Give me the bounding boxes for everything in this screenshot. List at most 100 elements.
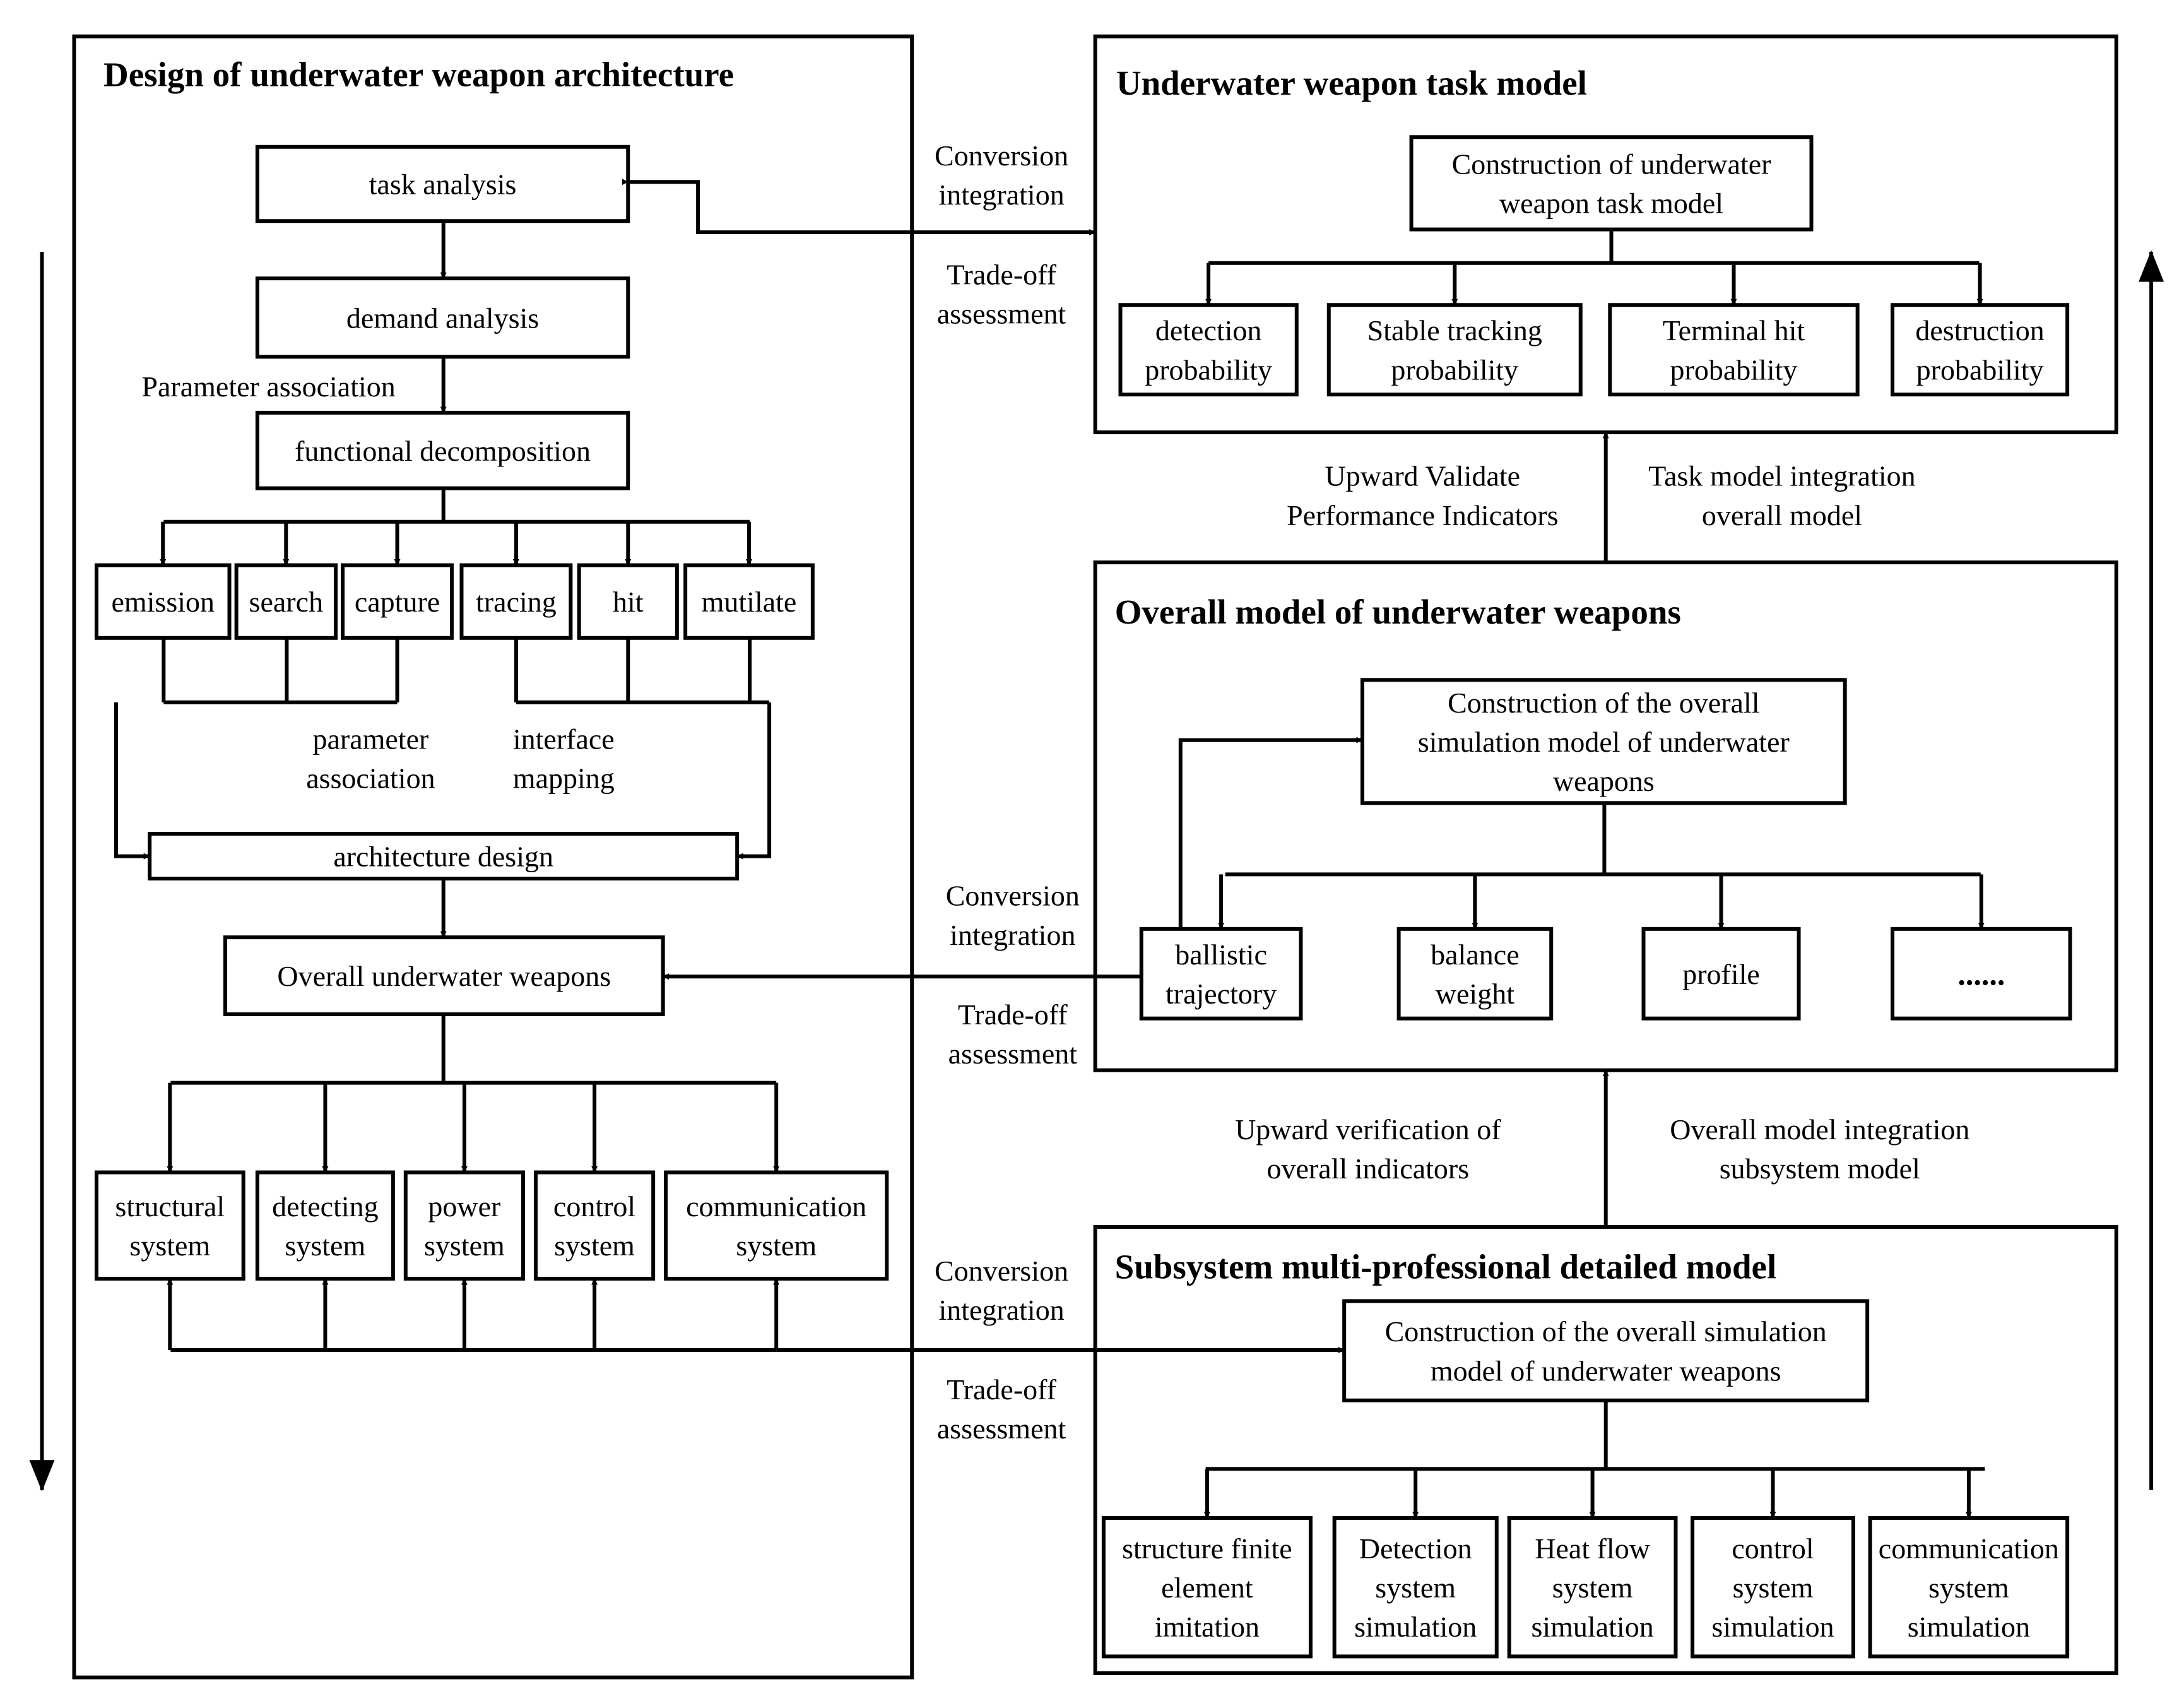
function-box-mutilate-label-line: mutilate <box>702 586 797 618</box>
system-box-control-label-line: system <box>554 1229 635 1262</box>
overall-integration-label-line: subsystem model <box>1720 1152 1920 1185</box>
overall-item-ballistic-trajectory-label-line: ballistic <box>1175 939 1267 971</box>
tradeoff-assessment-label-2-line: Trade-off <box>958 998 1068 1031</box>
upward-validate-label-line: Performance Indicators <box>1287 499 1558 531</box>
tradeoff-assessment-label-3-line: assessment <box>937 1413 1066 1445</box>
task-analysis-box <box>255 145 630 223</box>
system-box-power-label-line: system <box>424 1229 505 1262</box>
system-box-communication-label: communication system <box>686 1190 866 1262</box>
function-box-emission-label-line: emission <box>111 586 215 618</box>
overall-item-more <box>1891 927 2072 1021</box>
upward-verification-label-line: overall indicators <box>1267 1152 1470 1185</box>
system-box-structural-label: structural system <box>115 1190 225 1262</box>
subsystem-item-communication-system-label: communication system simulation <box>1879 1532 2059 1643</box>
function-box-hit-label-line: hit <box>613 586 644 618</box>
subsystem-item-communication-system <box>1868 1516 2070 1659</box>
overall-item-more-label: ...... <box>1957 956 2005 992</box>
subsystem-item-detection-system-label-line: Detection <box>1359 1532 1472 1565</box>
subsystem-item-communication-system-label-line: communication <box>1879 1532 2059 1565</box>
overall-construction-box-label-line: weapons <box>1553 765 1655 797</box>
function-box-capture-label-line: capture <box>355 586 440 618</box>
overall-construction-box-label-line: Construction of the overall <box>1448 687 1759 719</box>
functional-decomposition-box-label-line: functional decomposition <box>295 435 591 467</box>
system-box-detecting-label-line: detecting <box>272 1190 379 1223</box>
system-box-power <box>403 1170 526 1281</box>
overall-item-profile-label-line: profile <box>1682 958 1760 990</box>
upward-verification-label-line: Upward verification of <box>1235 1113 1501 1146</box>
task-integration-label-line: overall model <box>1702 499 1862 531</box>
task-integration-label-line: Task model integration <box>1648 460 1915 492</box>
overall-model-panel-title: Overall model of underwater weapons <box>1115 593 1681 631</box>
system-box-control <box>533 1170 656 1281</box>
system-box-structural-label-line: structural <box>115 1190 225 1223</box>
function-box-mutilate-label: mutilate <box>702 586 797 618</box>
probability-box-detection-label-line: detection <box>1155 314 1262 346</box>
functional-decomposition-box-label: functional decomposition <box>295 435 591 467</box>
overall-underwater-weapons-box <box>223 935 665 1017</box>
subsystem-item-control-system-label-line: system <box>1733 1572 1814 1604</box>
function-box-emission-label: emission <box>111 586 215 618</box>
system-box-structural-label-line: system <box>129 1229 210 1262</box>
probability-box-destruction-label-line: probability <box>1916 353 2044 386</box>
interface-mapping-note-line: mapping <box>513 762 615 795</box>
parameter-association-note-line: association <box>306 762 435 795</box>
task-analysis-box-label: task analysis <box>369 169 517 201</box>
overall-construction-box-label-line: simulation model of underwater <box>1418 726 1790 758</box>
probability-box-stable-tracking-label-line: Stable tracking <box>1367 314 1542 346</box>
subsystem-item-control-system <box>1691 1516 1855 1659</box>
probability-box-detection-label: detection probability <box>1145 314 1272 386</box>
conversion-integration-label-3-line: Conversion <box>935 1255 1068 1287</box>
subsystem-construction-box <box>1342 1299 1870 1402</box>
parameter-association-label-line: Parameter association <box>141 370 395 403</box>
overall-item-profile-label: profile <box>1682 958 1760 990</box>
system-box-detecting-label-line: system <box>285 1229 365 1262</box>
diagram-boxes <box>72 34 2118 1679</box>
system-box-communication-label-line: communication <box>686 1190 866 1223</box>
overall-integration-label-line: Overall model integration <box>1670 1113 1969 1146</box>
task-integration-label: Task model integration overall model <box>1648 460 1915 531</box>
subsystem-item-heat-flow-system-label-line: Heat flow <box>1535 1532 1650 1565</box>
task-construction-box <box>1409 135 1814 232</box>
subsystem-item-heat-flow-system-label-line: simulation <box>1531 1611 1653 1643</box>
function-box-hit <box>577 563 679 640</box>
subsystem-construction-box-label-line: model of underwater weapons <box>1431 1354 1781 1387</box>
probability-box-destruction-label-line: destruction <box>1915 314 2044 346</box>
conversion-integration-label-3: Conversion integration <box>935 1255 1068 1326</box>
subsystem-item-control-system-label-line: simulation <box>1711 1611 1834 1643</box>
connector-lines <box>29 179 2164 1519</box>
overall-underwater-weapons-box-label-line: Overall underwater weapons <box>277 960 611 992</box>
overall-item-profile <box>1641 927 1801 1021</box>
conversion-integration-label-3-line: integration <box>938 1294 1064 1326</box>
task-model-panel <box>1093 34 2118 434</box>
overall-item-ballistic-trajectory <box>1139 927 1303 1021</box>
arrow-right-to-architecture <box>736 702 772 860</box>
task-model-panel-title: Underwater weapon task model <box>1116 64 1587 102</box>
system-box-communication-label-line: system <box>736 1229 817 1262</box>
task-model-panel-title-line: Underwater weapon task model <box>1116 64 1587 102</box>
overall-model-panel-title-line: Overall model of underwater weapons <box>1115 593 1681 631</box>
system-box-communication <box>664 1170 889 1281</box>
subsystem-item-communication-system-label-line: simulation <box>1908 1611 2030 1643</box>
function-box-tracing <box>459 563 573 640</box>
overall-integration-label: Overall model integration subsystem model <box>1670 1113 1969 1185</box>
task-construction-box-label-line: Construction of underwater <box>1452 148 1771 180</box>
architecture-panel-title: Design of underwater weapon architecture <box>103 56 734 94</box>
subsystem-item-communication-system-label-line: system <box>1928 1572 2009 1604</box>
probability-box-detection-label-line: probability <box>1145 353 1272 386</box>
function-box-capture-label: capture <box>355 586 440 618</box>
parameter-association-note-line: parameter <box>312 723 428 755</box>
overall-underwater-weapons-box-label: Overall underwater weapons <box>277 960 611 992</box>
task-analysis-box-label-line: task analysis <box>369 169 517 201</box>
function-box-search-label: search <box>249 586 323 618</box>
overall-model-panel <box>1093 560 2118 1072</box>
function-box-tracing-label: tracing <box>476 586 557 618</box>
